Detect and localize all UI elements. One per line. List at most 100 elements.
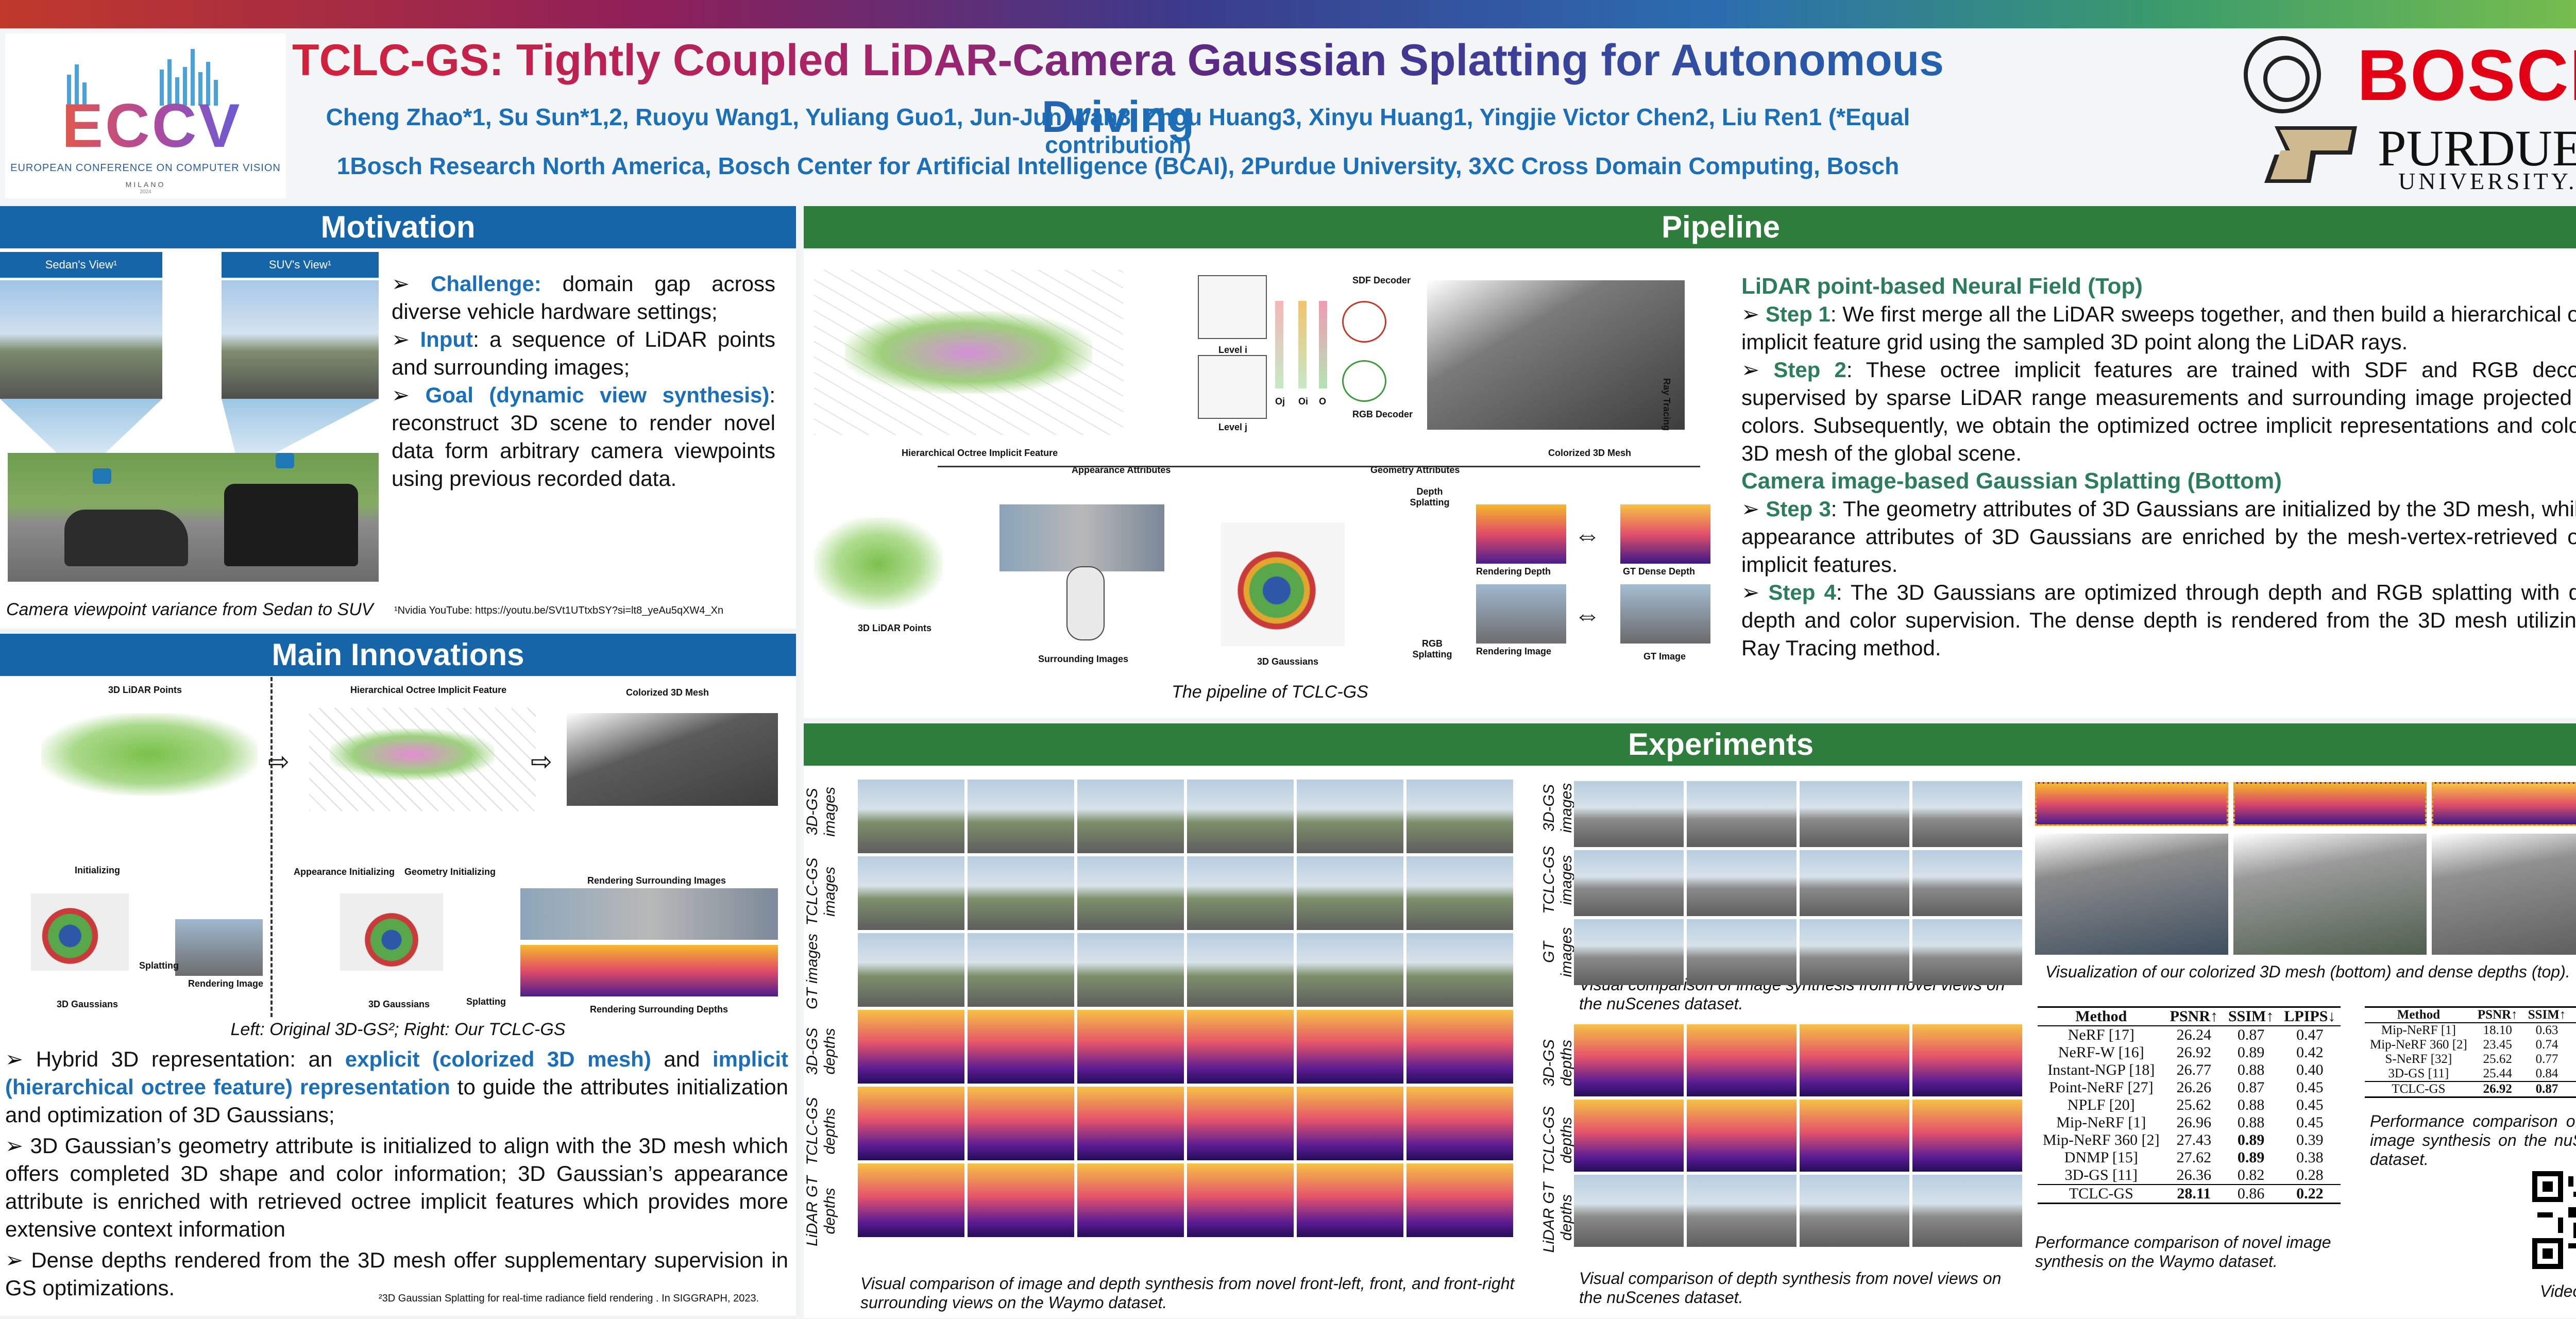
double-arrow-icon: ⇔ [1574, 520, 1601, 550]
row-label: 3D-GS images [804, 787, 838, 837]
fig-label: Rendering Surrounding Images [587, 875, 726, 886]
table-cell: 27.62 [2176, 1149, 2212, 1166]
depth-cell [1800, 1100, 1909, 1172]
image-cell [1687, 850, 1797, 916]
table-cell: 0.42 [2296, 1044, 2324, 1061]
table-cell: Mip-NeRF 360 [2] [2043, 1131, 2160, 1148]
image-cell [1406, 933, 1513, 1007]
table-cell: 27.43 [2176, 1131, 2212, 1148]
poster-title: TCLC-GS: Tightly Coupled LiDAR-Camera Ga… [289, 32, 1947, 145]
fig-label: Splatting [139, 960, 179, 971]
camera-icon [93, 468, 111, 484]
step-3: ➢ Step 3: The geometry attributes of 3D … [1741, 497, 2576, 577]
purdue-p-icon [2259, 124, 2362, 185]
pipeline-heading: Pipeline [804, 206, 2576, 248]
table-row: Mip-NeRF 360 [2]23.450.740.35 [2365, 1038, 2576, 1052]
mesh-view-1 [2035, 834, 2228, 955]
motivation-footnote: ¹Nvidia YouTube: https://youtu.be/SVt1UT… [394, 605, 724, 616]
rendering-surrounding-images [520, 888, 778, 940]
depth-cell [1077, 1163, 1184, 1237]
image-cell [1077, 780, 1184, 853]
arrow-right-icon: ⇨ [531, 747, 552, 776]
fig-label: Initializing [75, 865, 120, 875]
table-header-cell: SSIM↑ [2228, 1008, 2274, 1025]
table-cell: 0.22 [2296, 1185, 2324, 1202]
rgb-decoder-icon [1342, 360, 1386, 402]
eccv-city: MILANO [125, 180, 166, 189]
table-cell: 0.84 [2535, 1067, 2558, 1080]
table-cell: 0.87 [2535, 1082, 2558, 1096]
fig-label: Surrounding Images [1038, 654, 1129, 664]
table-cell: 0.27 [2571, 1052, 2576, 1067]
attribute-connector [938, 466, 1700, 467]
table-cell: 25.62 [2176, 1096, 2212, 1113]
nus-table-caption: Performance comparison of novel image sy… [2370, 1112, 2576, 1169]
image-cell [1800, 781, 1909, 847]
bullet-hybrid: ➢ Hybrid 3D representation: an explicit … [5, 1047, 788, 1127]
colorized-mesh-pipeline [1427, 280, 1685, 430]
eccv-year: 2024 [140, 189, 151, 195]
table-cell: 0.89 [2237, 1149, 2265, 1166]
table-cell: 0.74 [2535, 1038, 2558, 1052]
pipeline-caption: The pipeline of TCLC-GS [1172, 682, 1368, 702]
fig-label: Colorized 3D Mesh [626, 687, 709, 698]
innovations-caption: Left: Original 3D-GS²; Right: Our TCLC-G… [230, 1020, 566, 1039]
depth-cell [1687, 1100, 1797, 1172]
image-cell [858, 780, 964, 853]
poster-header [0, 28, 2576, 204]
image-cell [1912, 1175, 2022, 1247]
fig-label: 3D Gaussians [57, 999, 118, 1009]
table-cell: NeRF [17] [2067, 1026, 2134, 1043]
innovations-panel: ⇨ ⇨ 3D LiDAR Points Hierarchical Octree … [0, 677, 796, 1316]
gt-dense-depth [1620, 504, 1710, 564]
video-demo-label: Video demo [2540, 1282, 2576, 1300]
table-row: Mip-NeRF [1]18.100.630.46 [2365, 1023, 2576, 1038]
experiments-panel: Visual comparison of image and depth syn… [804, 767, 2576, 1318]
image-cell [1574, 919, 1684, 985]
table-cell: 0.77 [2535, 1052, 2558, 1066]
depth-cell [1912, 1024, 2022, 1096]
author-list: Cheng Zhao*1, Su Sun*1,2, Ruoyu Wang1, Y… [326, 104, 1910, 158]
dense-depth-2 [2233, 782, 2427, 826]
top-section-title: LiDAR point-based Neural Field (Top) [1741, 274, 2143, 299]
row-label: 3D-GS depths [804, 1027, 838, 1075]
fig-label: Depth Splatting [1410, 486, 1450, 508]
mesh-caption: Visualization of our colorized 3D mesh (… [2045, 962, 2570, 981]
table-cell: 0.39 [2296, 1131, 2324, 1148]
depth-cell [968, 1010, 1074, 1084]
row-label: LiDAR GT depths [1540, 1182, 1575, 1253]
table-row: 3D-GS [11]25.440.840.26 [2365, 1067, 2576, 1081]
table-cell: 0.87 [2237, 1026, 2265, 1043]
table-row: S-NeRF [32]25.620.770.27 [2365, 1052, 2576, 1067]
table-cell: 0.87 [2237, 1079, 2265, 1096]
fig-label: Rendering Depth [1476, 566, 1551, 577]
qr-code-icon[interactable] [2532, 1171, 2576, 1269]
mesh-view-2 [2233, 834, 2427, 955]
row-label: GT images [804, 934, 821, 1009]
feature-bar [1319, 301, 1327, 388]
table-cell: Point-NeRF [27] [2049, 1079, 2154, 1096]
bullet-challenge: ➢ Challenge: domain gap across diverse v… [392, 272, 775, 324]
table-cell: 0.35 [2571, 1038, 2576, 1052]
suv-view-image [222, 280, 379, 399]
image-cell [1187, 780, 1294, 853]
fig-label: Hierarchical Octree Implicit Feature [350, 685, 507, 695]
image-cell [1406, 856, 1513, 930]
table-cell: 25.62 [2483, 1052, 2512, 1066]
table-cell: NPLF [20] [2067, 1096, 2135, 1113]
fig-label: Rendering Surrounding Depths [590, 1004, 728, 1014]
depth-cell [858, 1163, 964, 1237]
table-cell: 26.96 [2176, 1114, 2212, 1131]
lidar-points-pipeline [814, 517, 943, 610]
fig-label: Geometry Attributes [1370, 465, 1460, 475]
table-cell: 0.82 [2237, 1166, 2265, 1183]
image-cell [1687, 919, 1797, 985]
table-cell: 0.89 [2237, 1044, 2265, 1061]
top-color-bar [0, 0, 2576, 28]
